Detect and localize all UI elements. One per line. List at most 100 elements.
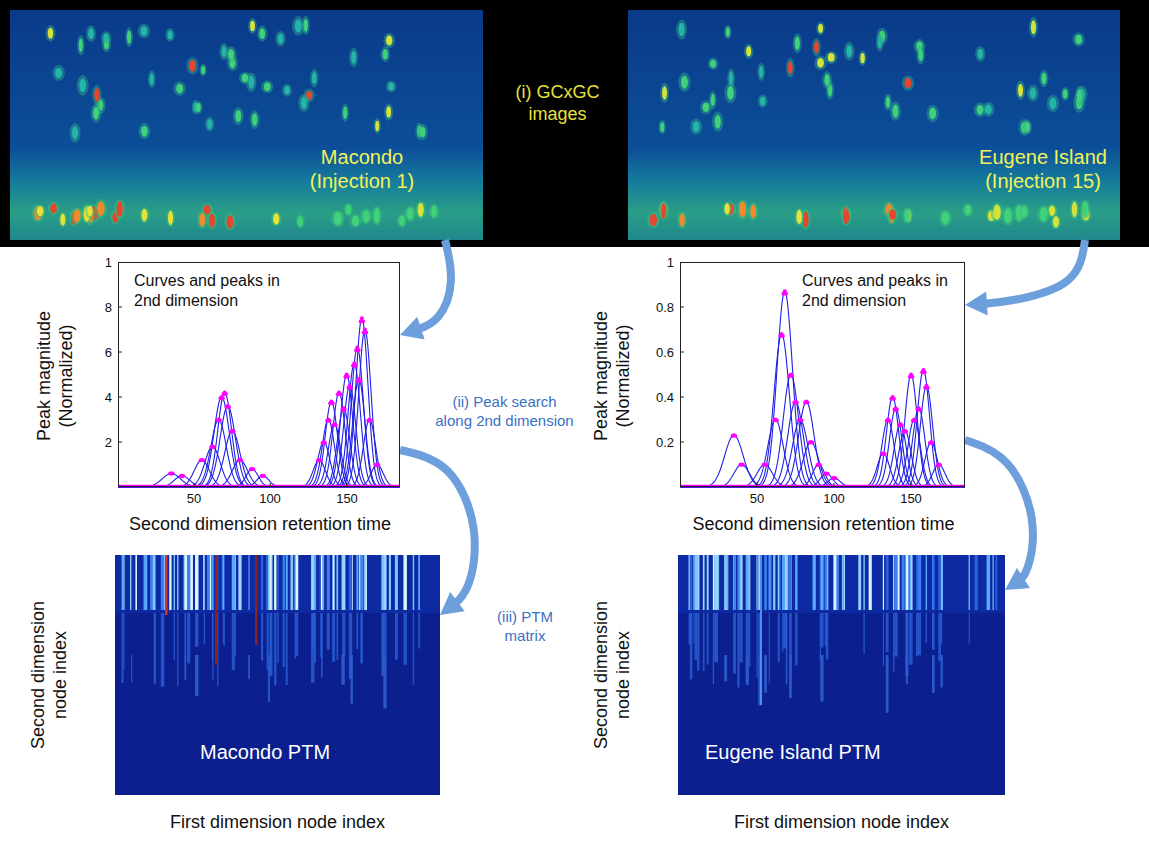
signal-curve [680,408,965,487]
spot [795,37,800,50]
matrix-stripe [389,555,391,610]
peak-marker [181,474,185,478]
matrix-stripe [321,555,323,610]
peak-marker [764,463,768,467]
matrix-stripe [130,555,131,610]
matrix-stripe [389,555,390,610]
matrix-stripe [783,613,785,649]
matrix-stripe [969,613,970,644]
tick-label: 100 [259,491,281,506]
matrix-stripe [713,555,714,610]
spot-glow [207,212,217,230]
spot-glow [982,102,994,117]
matrix-stripe [336,613,338,660]
plot-title: Curves and peaks in 2nd dimension [131,271,283,311]
spot [60,214,65,226]
matrix-stripe [790,555,791,610]
matrix-stripe [782,613,783,652]
black-band [0,0,1149,247]
tick-label: 6 [105,345,112,360]
matrix-stripe [932,655,935,693]
matrix-stripe [786,555,788,610]
peak-marker [883,452,887,456]
matrix-stripe [184,655,186,680]
spot-glow [384,103,393,121]
matrix-stripe [932,613,935,650]
spot-glow [139,207,149,224]
matrix-stripe [909,613,912,665]
matrix-stripe [122,613,124,683]
peak-marker [353,364,357,368]
matrix-stripe [154,613,156,684]
spot-glow [690,118,702,134]
matrix-stripe [820,613,821,662]
spot [72,126,78,139]
text-holder: Curves and peaks in 2nd dimension [799,271,951,311]
matrix-stripe [715,555,718,610]
spot-glow [660,83,669,103]
spot-glow [659,120,666,134]
spot-glow [1023,120,1032,135]
peak-marker [733,434,737,438]
matrix-stripe [195,613,198,647]
spot-glow [1061,87,1069,101]
ptm-panel: Eugene Island PTMSecond dimension node i… [678,555,1005,795]
spot [727,86,734,100]
spot-glow [1037,205,1050,224]
matrix-stripe [286,555,288,610]
spot-glow [239,72,251,85]
peak-marker [900,423,904,427]
matrix-stripe [713,655,714,684]
spot [209,214,215,228]
peak-marker [328,419,332,423]
tick-label: 8 [105,300,112,315]
spot-glow [841,208,852,226]
spot [650,214,657,227]
ptm-panel: Macondo PTMSecond dimension node indexFi… [115,555,440,795]
spot [710,60,716,68]
matrix-stripe [886,655,889,713]
spot-glow [724,83,736,104]
spot [1049,98,1056,110]
matrix-stripe [746,555,749,610]
matrix-stripe [174,555,175,610]
text-holder: 1 [105,255,112,270]
spot-glow [86,25,96,42]
peak-marker [904,430,908,434]
peak-marker [741,463,745,467]
spot-glow [794,208,804,226]
spot [79,38,83,52]
spot-glow [77,35,85,55]
spot [929,108,936,120]
tick-label: 0.2 [656,435,674,450]
spot-glow [282,84,292,97]
matrix-stripe [740,555,743,610]
peak-marker [892,397,896,401]
signal-curve [680,442,965,487]
spot-glow [724,25,732,39]
matrix-stripe [724,655,727,681]
matrix-stripe [789,555,792,610]
matrix-stripe [764,655,767,693]
peak-marker [887,419,891,423]
signal-curve [680,420,965,488]
spot-glow [114,199,124,219]
spot-glow [812,38,821,57]
spot [127,31,131,44]
spot [351,51,356,64]
text-holder: First dimension node index [734,812,949,834]
peak-marker [227,405,231,409]
flow-arrow [965,240,1085,316]
matrix-stripe [210,555,212,610]
axis-title: Second dimension retention time [129,514,391,536]
signal-curve [118,363,400,487]
spot [724,203,729,214]
matrix-stripe [756,613,757,678]
spot-glow [220,43,229,60]
matrix-stripe [184,555,186,610]
spot-glow [647,212,659,228]
spot-glow [46,25,56,42]
signal-curve [118,420,400,488]
spot-glow [310,69,318,87]
